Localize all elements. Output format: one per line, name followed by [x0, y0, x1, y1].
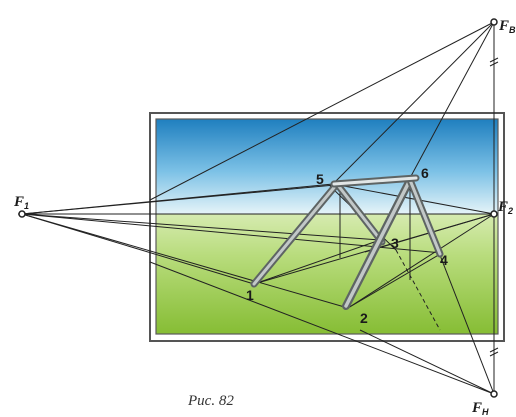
f1-line-to-2: [21, 213, 349, 309]
tick-upper-2: [489, 61, 499, 67]
point-label-4: 4: [440, 252, 448, 268]
tick-lower: [489, 347, 499, 353]
fh-dashed-line: [395, 249, 441, 331]
beam-2-6-highlight: [344, 178, 412, 308]
fv-label: FВ: [498, 18, 516, 35]
point-label-5: 5: [316, 171, 324, 187]
point-label-1: 1: [246, 287, 254, 303]
point-label-2: 2: [360, 310, 368, 326]
f2-line-from-5: [332, 183, 495, 215]
fv-marker: [490, 18, 498, 26]
ground-line-2-4: [347, 252, 443, 309]
f1-marker: [18, 210, 26, 218]
tick-upper: [489, 57, 499, 63]
beam-5-3-highlight: [335, 182, 384, 244]
fv-line-c: [409, 21, 495, 179]
f1-label: F1: [13, 194, 29, 211]
vanishing-point-markers: [18, 18, 498, 398]
fh-marker: [490, 390, 498, 398]
ground-line-1-3: [253, 239, 381, 285]
crossbar-5-6-highlight: [332, 176, 418, 186]
f1-line-to-3: [21, 213, 381, 241]
figure-caption: Рис. 82: [187, 393, 234, 409]
swing-frame: [250, 174, 444, 310]
fv-line-a: [149, 21, 495, 201]
f2-label: F2: [497, 199, 513, 216]
point-label-6: 6: [421, 165, 429, 181]
point-label-3: 3: [391, 235, 399, 251]
f2-line-from-2: [347, 213, 495, 309]
fv-line-b: [332, 21, 495, 185]
fh-label: FН: [471, 400, 489, 417]
tick-lower-2: [489, 351, 499, 357]
f2-marker: [490, 210, 498, 218]
beam-6-4-highlight: [408, 178, 442, 256]
beam-1-5-highlight: [252, 182, 339, 286]
fh-line-d: [359, 329, 495, 395]
fh-line-c: [149, 261, 495, 395]
ground: [156, 214, 498, 334]
